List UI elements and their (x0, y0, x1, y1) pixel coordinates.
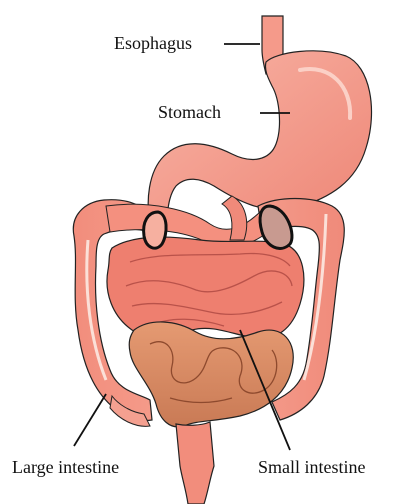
small-intestine-label: Small intestine (258, 458, 366, 476)
large-intestine-leader-line (74, 394, 106, 446)
large-intestine-label: Large intestine (12, 458, 119, 476)
left-flexure-outline (144, 212, 166, 248)
small-intestine-organ (107, 237, 304, 338)
stomach-organ (148, 51, 371, 222)
sigmoid-colon (129, 322, 293, 427)
rectum (176, 422, 214, 504)
stomach-label: Stomach (158, 103, 221, 121)
esophagus-label: Esophagus (114, 34, 192, 52)
